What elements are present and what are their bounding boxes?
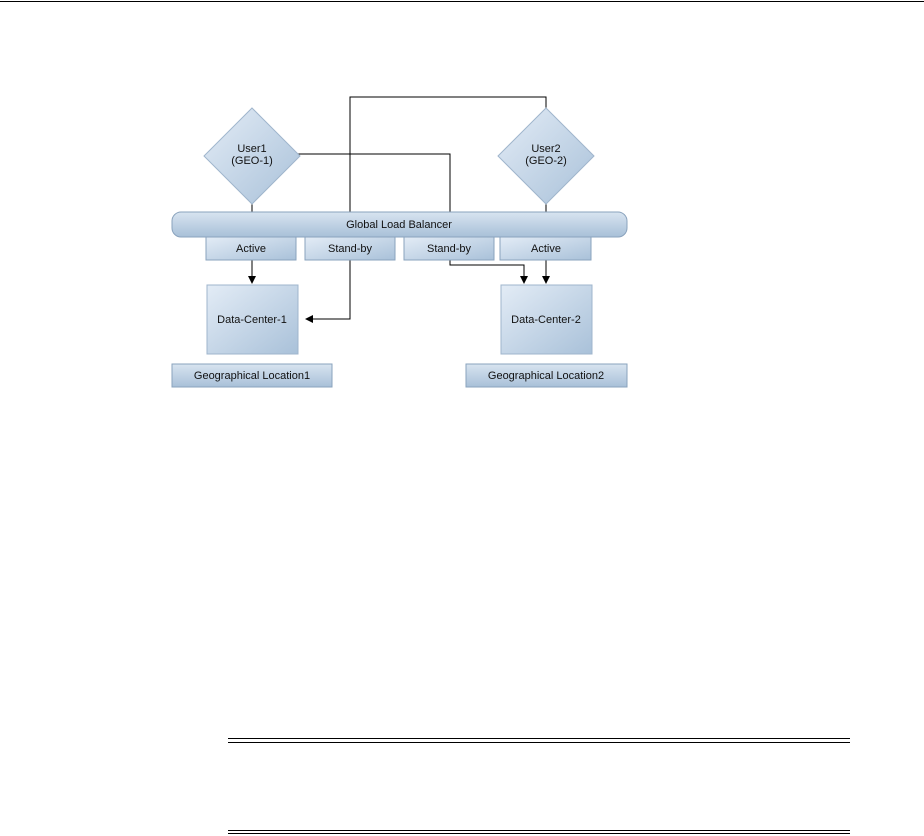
connector-user2-standby1-dc1 <box>305 96 547 323</box>
data-center-1-label: Data-Center-1 <box>217 314 287 326</box>
data-center-2: Data-Center-2 <box>500 284 593 355</box>
load-balancer: Global Load Balancer <box>171 211 628 238</box>
connector-user1-standby2-dc2 <box>298 153 528 284</box>
location-2: Geographical Location2 <box>465 363 628 388</box>
user2-label: User2 <box>531 143 560 155</box>
tab-active-1-label: Active <box>236 243 266 255</box>
user1-label: User1 <box>237 143 266 155</box>
user2-diamond <box>497 107 595 205</box>
note-bottom-rule-2 <box>228 833 850 834</box>
data-center-2-label: Data-Center-2 <box>511 314 581 326</box>
user1-geo-label: (GEO-1) <box>231 155 273 167</box>
data-center-1: Data-Center-1 <box>206 284 299 355</box>
tab-standby-2-label: Stand-by <box>427 243 472 255</box>
note-bottom-rule <box>228 830 850 831</box>
location-1-label: Geographical Location1 <box>194 370 310 382</box>
load-balancer-bar <box>171 211 628 238</box>
tab-active-2: Active <box>499 236 592 261</box>
location-1: Geographical Location1 <box>171 363 333 388</box>
user1-diamond <box>203 107 301 205</box>
note-top-rule-2 <box>228 742 850 743</box>
location-2-label: Geographical Location2 <box>488 370 604 382</box>
user2-geo-label: (GEO-2) <box>525 155 567 167</box>
tab-standby-1-label: Stand-by <box>328 243 373 255</box>
note-top-rule <box>228 738 850 739</box>
load-balancer-label: Global Load Balancer <box>346 219 452 231</box>
tab-active-1: Active <box>205 236 297 261</box>
tab-standby-2: Stand-by <box>403 236 495 261</box>
tab-standby-1: Stand-by <box>304 236 396 261</box>
tab-active-2-label: Active <box>531 243 561 255</box>
top-rule <box>0 1 924 2</box>
user2-node: User2 (GEO-2) <box>497 107 595 205</box>
user1-node: User1 (GEO-1) <box>203 107 301 205</box>
